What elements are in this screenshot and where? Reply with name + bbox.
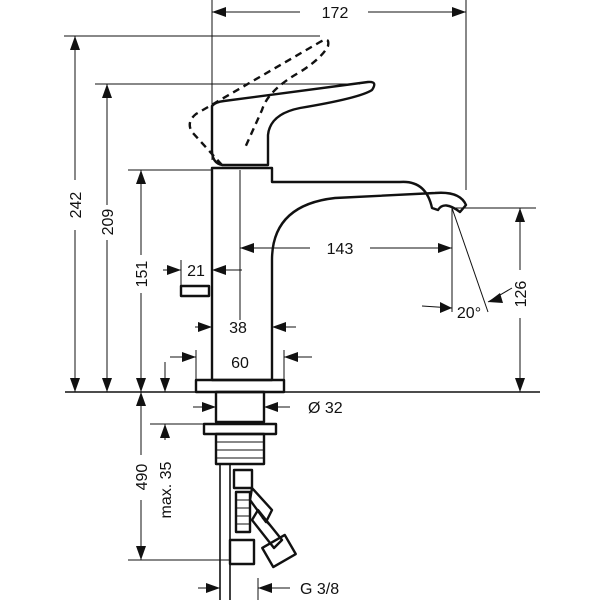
- dim-max-35: max. 35: [158, 461, 175, 518]
- dim-172: 172: [322, 5, 349, 22]
- dim-60: 60: [231, 355, 249, 372]
- supply-hoses: [219, 464, 297, 600]
- dim-diameter-32: Ø 32: [308, 400, 343, 417]
- dimension-lines: [64, 0, 536, 600]
- dim-21: 21: [187, 263, 205, 280]
- lever-closed: [210, 80, 376, 167]
- dim-242: 242: [68, 192, 85, 219]
- dim-490: 490: [134, 464, 151, 491]
- dim-209: 209: [100, 209, 117, 236]
- dim-151: 151: [134, 261, 151, 288]
- dim-g-3-8: G 3/8: [300, 581, 339, 598]
- dimension-labels: 172 242 209 151 21 143 126 20° 38 60 Ø 3…: [68, 5, 530, 598]
- dim-38: 38: [229, 320, 247, 337]
- lever-open-dashed: [188, 38, 330, 166]
- dim-126: 126: [513, 281, 530, 308]
- dim-143: 143: [327, 241, 354, 258]
- dim-20-degree: 20°: [457, 305, 481, 322]
